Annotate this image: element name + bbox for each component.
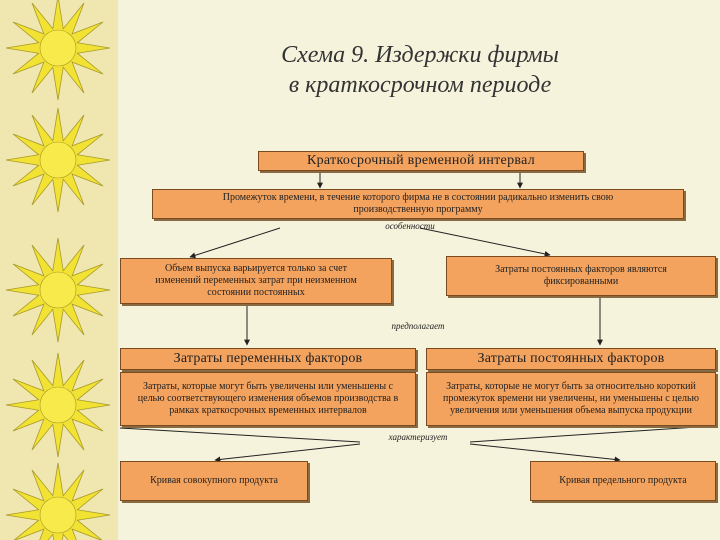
- variable-costs-header-box: Затраты переменных факторов: [120, 348, 416, 370]
- characterizes-text: характеризует: [388, 432, 448, 442]
- sun-icon: [5, 352, 111, 458]
- total-product-curve-box: Кривая совокупного продукта: [120, 461, 308, 501]
- sun-icon: [5, 462, 111, 540]
- variable-costs-header-text: Затраты переменных факторов: [173, 351, 363, 366]
- slide-title-line1: Схема 9. Издержки фирмы: [281, 42, 559, 68]
- total-product-curve-text: Кривая совокупного продукта: [150, 475, 278, 486]
- slide-title-line2: в краткосрочном периоде: [288, 72, 552, 98]
- variable-output-box: Объем выпуска варьируется только за счет…: [120, 258, 392, 304]
- short-term-interval-box: Краткосрочный временной интервал: [258, 151, 584, 171]
- features-label: особенности: [360, 221, 460, 231]
- marginal-product-curve-box: Кривая предельного продукта: [530, 461, 716, 501]
- variable-costs-desc-box: Затраты, которые могут быть увеличены ил…: [120, 372, 416, 426]
- characterizes-label: характеризует: [368, 432, 468, 442]
- slide-title: Схема 9. Издержки фирмы в краткосрочном …: [150, 40, 690, 100]
- fixed-costs-fixed-box: Затраты постоянных факторов являются фик…: [446, 256, 716, 296]
- sun-icon: [5, 0, 111, 101]
- marginal-product-curve-text: Кривая предельного продукта: [559, 475, 687, 486]
- definition-box: Промежуток времени, в течение которого ф…: [152, 189, 684, 219]
- implies-label: предполагает: [368, 321, 468, 331]
- fixed-costs-desc-text: Затраты, которые не могут быть за относи…: [443, 381, 699, 416]
- definition-text: Промежуток времени, в течение которого ф…: [222, 192, 614, 215]
- fixed-costs-desc-box: Затраты, которые не могут быть за относи…: [426, 372, 716, 426]
- fixed-costs-header-box: Затраты постоянных факторов: [426, 348, 716, 370]
- fixed-costs-fixed-text: Затраты постоянных факторов являются фик…: [495, 264, 667, 287]
- implies-text: предполагает: [391, 321, 445, 331]
- short-term-interval-text: Краткосрочный временной интервал: [306, 153, 536, 168]
- fixed-costs-header-text: Затраты постоянных факторов: [477, 351, 665, 366]
- variable-output-text: Объем выпуска варьируется только за счет…: [155, 263, 357, 298]
- sun-icon: [5, 237, 111, 343]
- features-text: особенности: [385, 221, 435, 231]
- sun-icon: [5, 107, 111, 213]
- sun-ornament-column: [0, 0, 118, 540]
- variable-costs-desc-text: Затраты, которые могут быть увеличены ил…: [137, 381, 399, 416]
